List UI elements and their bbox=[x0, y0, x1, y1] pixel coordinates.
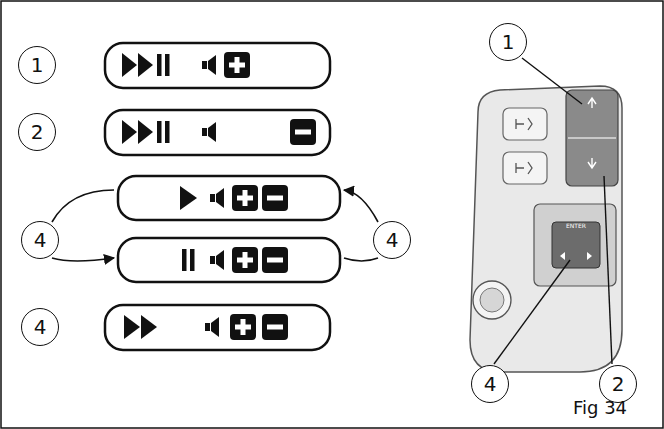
figure-caption: Fig 34 bbox=[573, 399, 627, 417]
callout-number: 1 bbox=[502, 32, 515, 52]
callout-circle: 2 bbox=[599, 365, 637, 403]
callout-number: 4 bbox=[386, 230, 399, 250]
callout-circle: 4 bbox=[21, 308, 59, 346]
callout-number: 4 bbox=[34, 230, 47, 250]
switch-housing bbox=[470, 86, 622, 372]
leader-lines bbox=[494, 58, 612, 364]
callout-number: 4 bbox=[484, 374, 497, 394]
callout-circle: 4 bbox=[471, 365, 509, 403]
callout-number: 2 bbox=[31, 122, 44, 142]
part-label: ENTER bbox=[566, 223, 586, 229]
callout-circle: 4 bbox=[373, 221, 411, 259]
function-pills bbox=[105, 43, 340, 350]
callout-circle: 1 bbox=[18, 46, 56, 84]
callout-circle: 1 bbox=[489, 23, 527, 61]
pill-icons bbox=[122, 52, 316, 340]
callout-circle: 4 bbox=[21, 221, 59, 259]
callout-number: 1 bbox=[31, 55, 44, 75]
callout-number: 4 bbox=[34, 317, 47, 337]
cycle-arrows bbox=[52, 190, 378, 261]
callout-circle: 2 bbox=[18, 113, 56, 151]
callout-number: 2 bbox=[612, 374, 625, 394]
